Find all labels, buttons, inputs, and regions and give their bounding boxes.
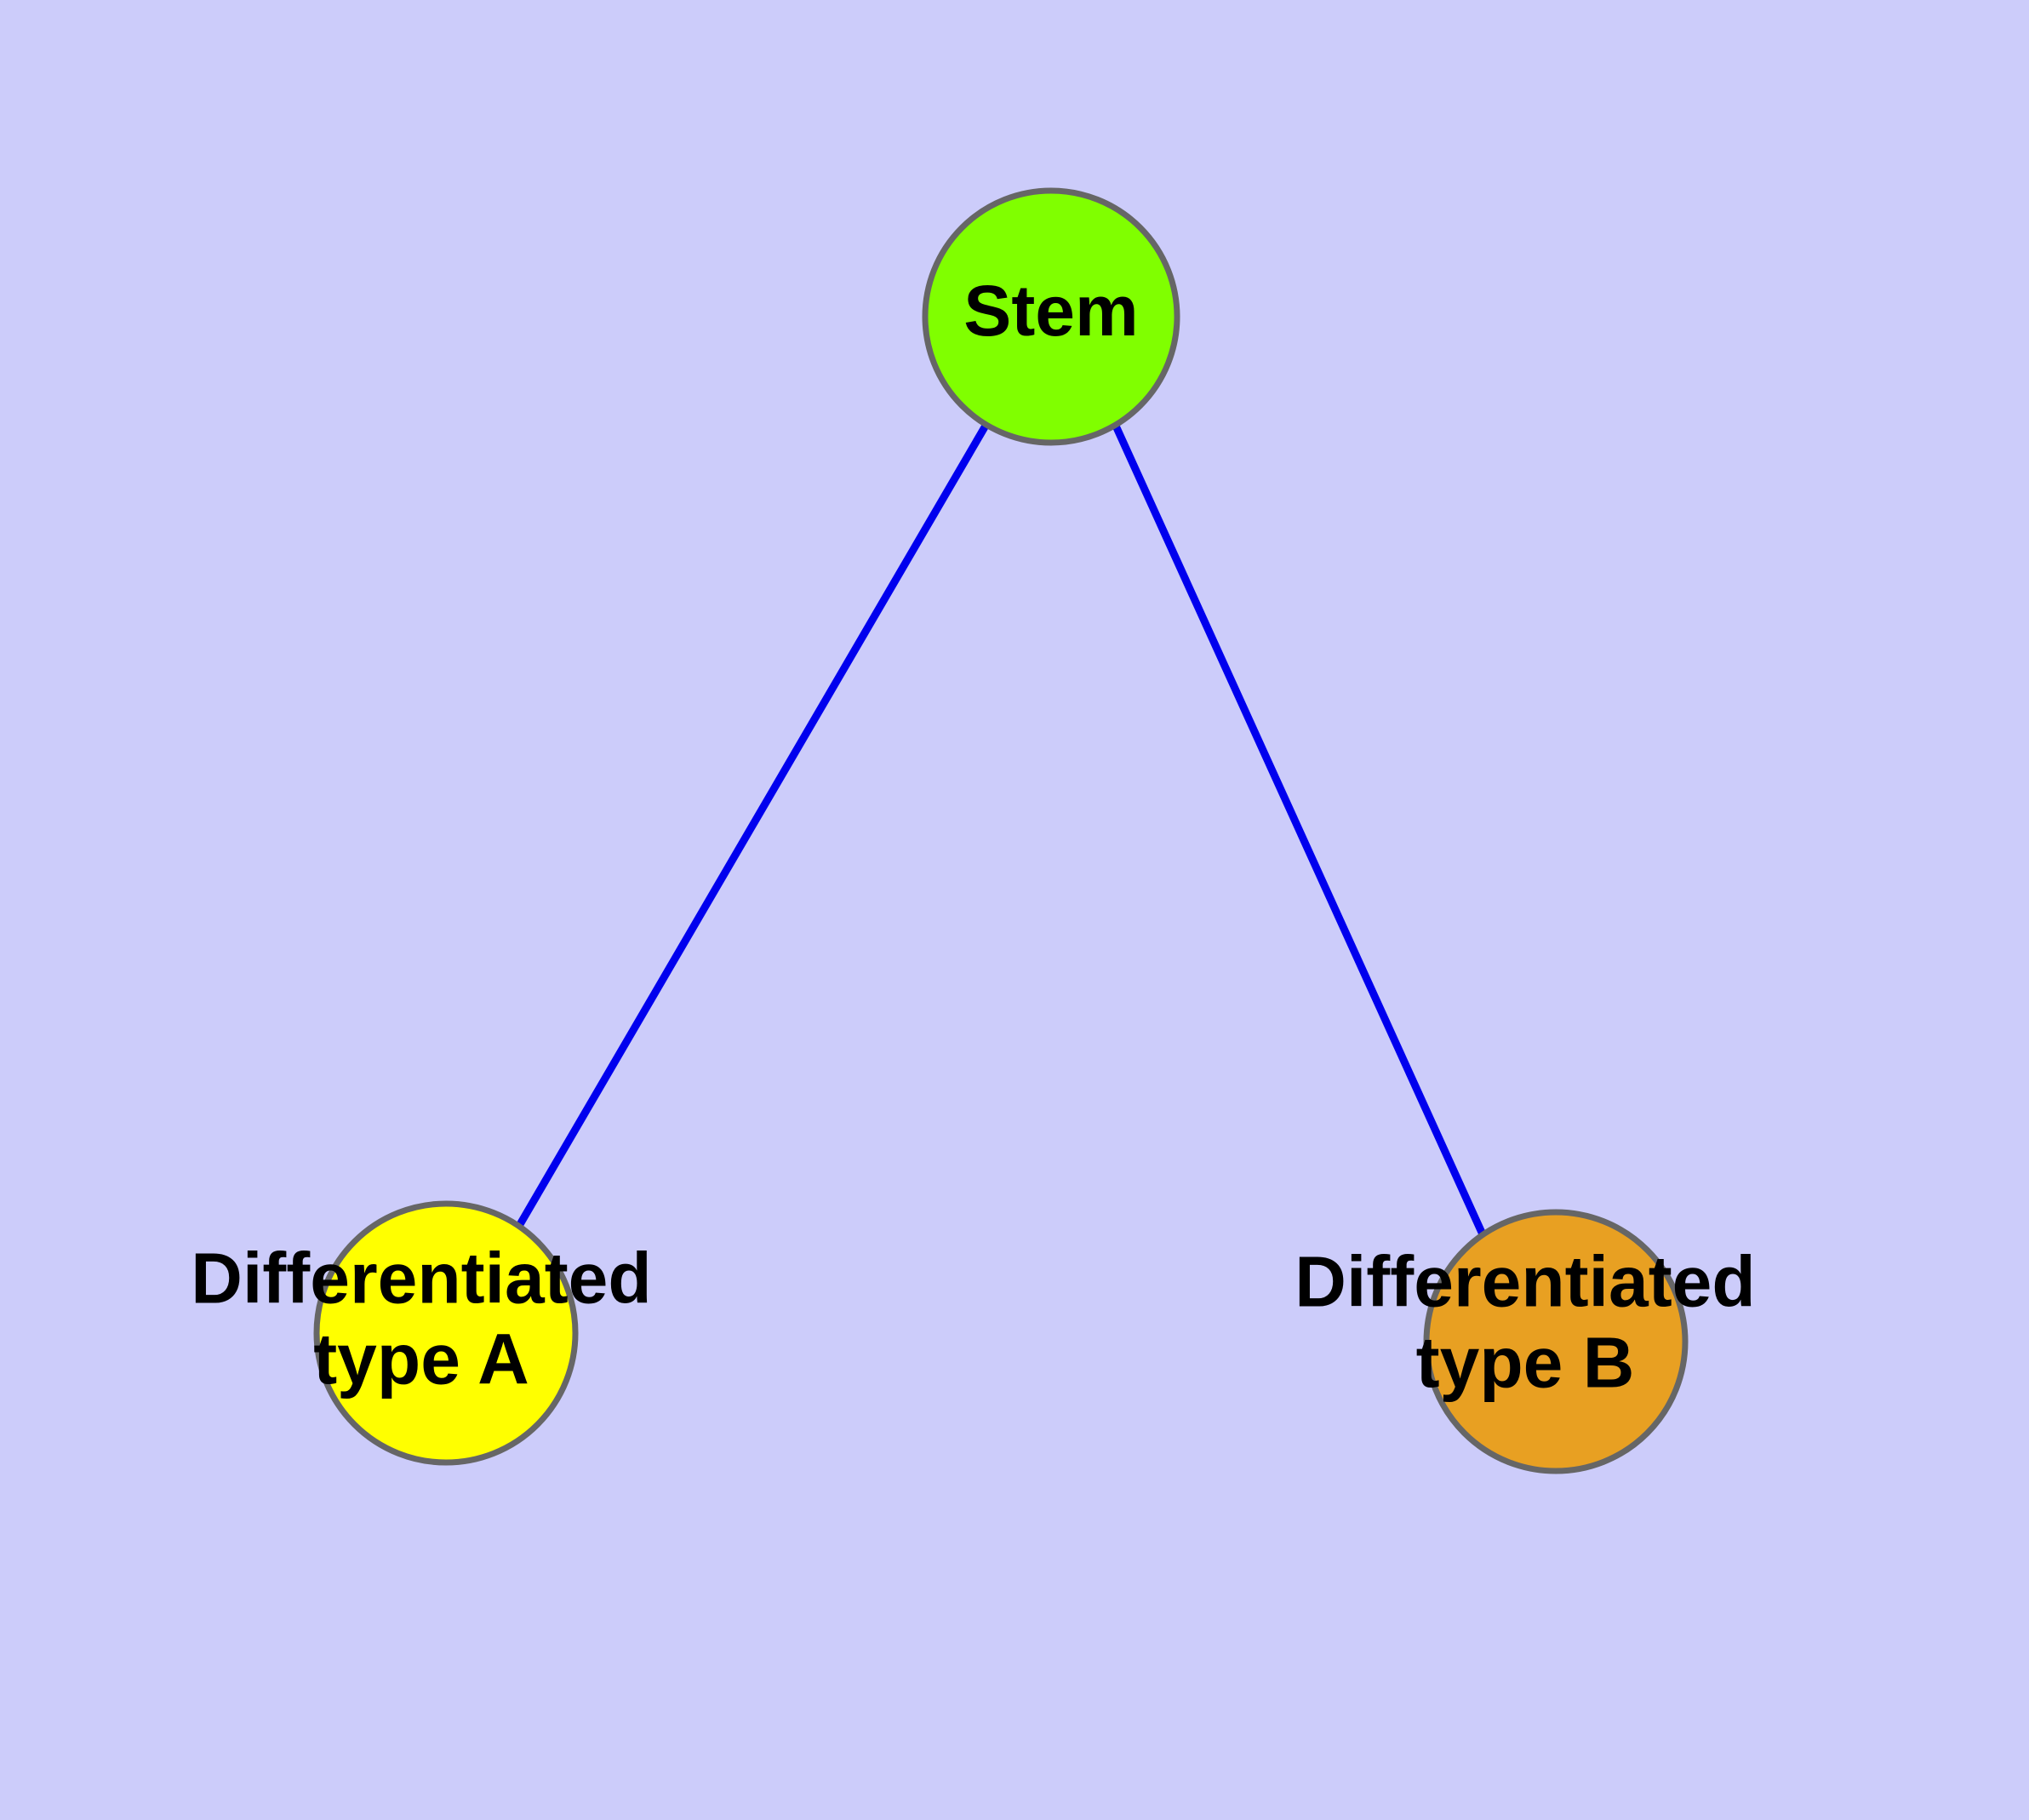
node-circle-differentiated-type-a[interactable] bbox=[313, 1200, 579, 1466]
nodes-group bbox=[313, 187, 1689, 1474]
node-label-stem: Stem bbox=[963, 271, 1138, 351]
edges-group bbox=[516, 422, 1487, 1236]
edge-stem-to-differentiated-type-b bbox=[1111, 422, 1487, 1236]
node-circle-differentiated-type-b[interactable] bbox=[1423, 1209, 1689, 1474]
edge-stem-to-differentiated-type-a bbox=[516, 423, 989, 1228]
node-circle-stem[interactable] bbox=[922, 187, 1180, 446]
